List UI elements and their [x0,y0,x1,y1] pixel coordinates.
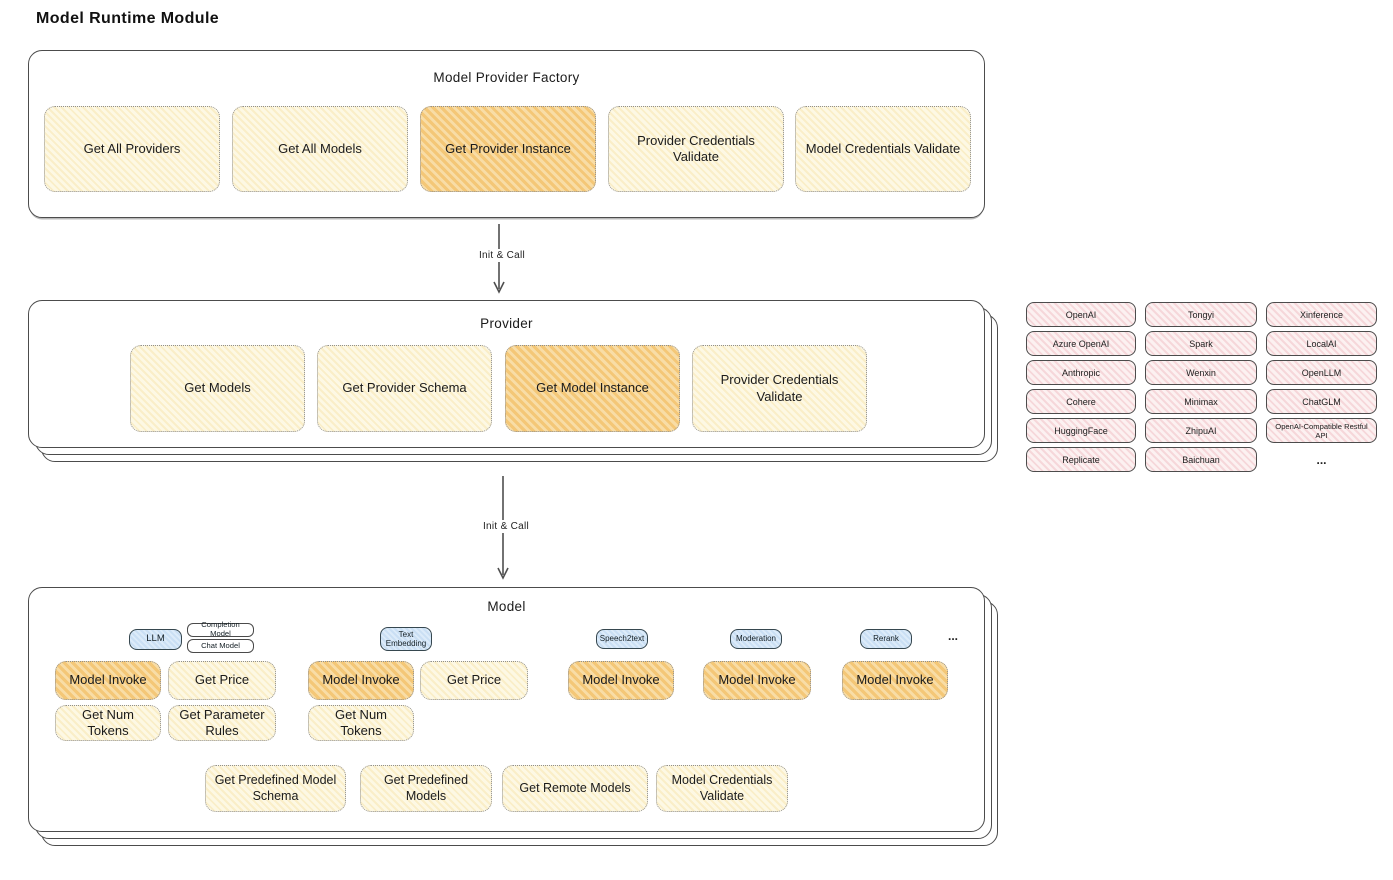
node-get-parameter-rules: Get Parameter Rules [168,705,276,741]
node-get-predefined-model-schema: Get Predefined Model Schema [205,765,346,812]
node-get-price-llm: Get Price [168,661,276,700]
node-get-all-models: Get All Models [232,106,408,192]
node-get-models: Get Models [130,345,305,432]
provider-chip-ellipsis: ... [1316,452,1327,467]
node-model-credentials-validate-2: Model Credentials Validate [656,765,788,812]
provider-chip-tongyi: Tongyi [1145,302,1257,327]
node-provider-credentials-validate-2: Provider Credentials Validate [692,345,867,432]
tag-text-embedding: Text Embedding [380,627,432,651]
provider-chip-spark: Spark [1145,331,1257,356]
node-get-price-embedding: Get Price [420,661,528,700]
tag-chat-model: Chat Model [187,639,254,653]
arrow2-label: Init & Call [472,520,540,533]
node-model-invoke-speech2text: Model Invoke [568,661,674,700]
node-get-predefined-models: Get Predefined Models [360,765,492,812]
tag-moderation: Moderation [730,629,782,649]
page-title: Model Runtime Module [36,10,220,27]
node-model-invoke-embedding: Model Invoke [308,661,414,700]
tag-llm: LLM [129,629,182,650]
provider-chip-huggingface: HuggingFace [1026,418,1136,443]
node-model-invoke-llm: Model Invoke [55,661,161,700]
tag-speech2text: Speech2text [596,629,648,649]
provider-chip-wenxin: Wenxin [1145,360,1257,385]
provider-chip-openai: OpenAI [1026,302,1136,327]
tag-rerank: Rerank [860,629,912,649]
provider-title: Provider [480,316,533,331]
provider-chip-openllm: OpenLLM [1266,360,1377,385]
provider-chip-localai: LocalAI [1266,331,1377,356]
provider-chip-azure-openai: Azure OpenAI [1026,331,1136,356]
node-model-credentials-validate: Model Credentials Validate [795,106,971,192]
model-container: Model LLM Completion Model Chat Model Te… [28,587,998,846]
provider-chip-minimax: Minimax [1145,389,1257,414]
node-get-remote-models: Get Remote Models [502,765,648,812]
factory-title: Model Provider Factory [433,70,580,85]
node-get-provider-instance: Get Provider Instance [420,106,596,192]
node-get-all-providers: Get All Providers [44,106,220,192]
node-model-invoke-rerank: Model Invoke [842,661,948,700]
node-get-model-instance: Get Model Instance [505,345,680,432]
node-get-provider-schema: Get Provider Schema [317,345,492,432]
provider-container: Provider Get Models Get Provider Schema … [28,300,998,462]
node-provider-credentials-validate: Provider Credentials Validate [608,106,784,192]
provider-chip-zhipuai: ZhipuAI [1145,418,1257,443]
provider-chip-replicate: Replicate [1026,447,1136,472]
providers-grid: OpenAI Tongyi Xinference Azure OpenAI Sp… [1026,302,1377,472]
provider-chip-xinference: Xinference [1266,302,1377,327]
provider-chip-chatglm: ChatGLM [1266,389,1377,414]
factory-container: Model Provider Factory Get All Providers… [28,50,985,218]
provider-chip-baichuan: Baichuan [1145,447,1257,472]
provider-chip-openai-compatible: OpenAI-Compatible Restful API [1266,418,1377,443]
node-get-num-tokens-embedding: Get Num Tokens [308,705,414,741]
provider-chip-anthropic: Anthropic [1026,360,1136,385]
arrow1-label: Init & Call [468,249,536,262]
node-get-num-tokens-llm: Get Num Tokens [55,705,161,741]
tags-ellipsis: ... [948,629,959,643]
node-model-invoke-moderation: Model Invoke [703,661,811,700]
tag-completion-model: Completion Model [187,620,254,638]
provider-chip-cohere: Cohere [1026,389,1136,414]
model-title: Model [487,599,526,614]
